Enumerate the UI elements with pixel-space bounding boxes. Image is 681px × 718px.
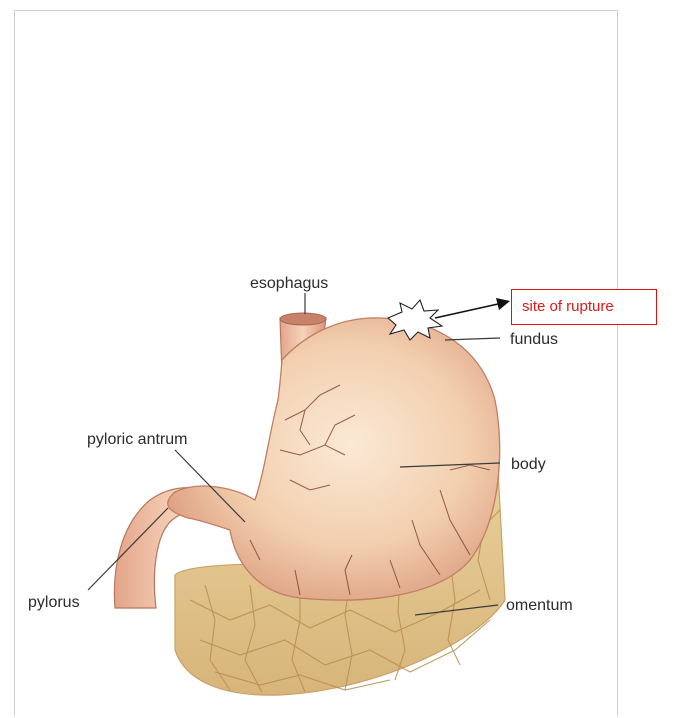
label-fundus: fundus — [510, 331, 558, 348]
callout-arrow — [435, 298, 510, 318]
callout-text: site of rupture — [522, 298, 614, 315]
label-omentum: omentum — [506, 597, 573, 614]
label-pylorus: pylorus — [28, 594, 80, 611]
label-esophagus: esophagus — [250, 275, 328, 292]
label-body: body — [511, 456, 546, 473]
stomach-body — [168, 318, 500, 600]
label-pyloric-antrum: pyloric antrum — [87, 431, 187, 448]
esophagus-opening — [280, 313, 326, 325]
